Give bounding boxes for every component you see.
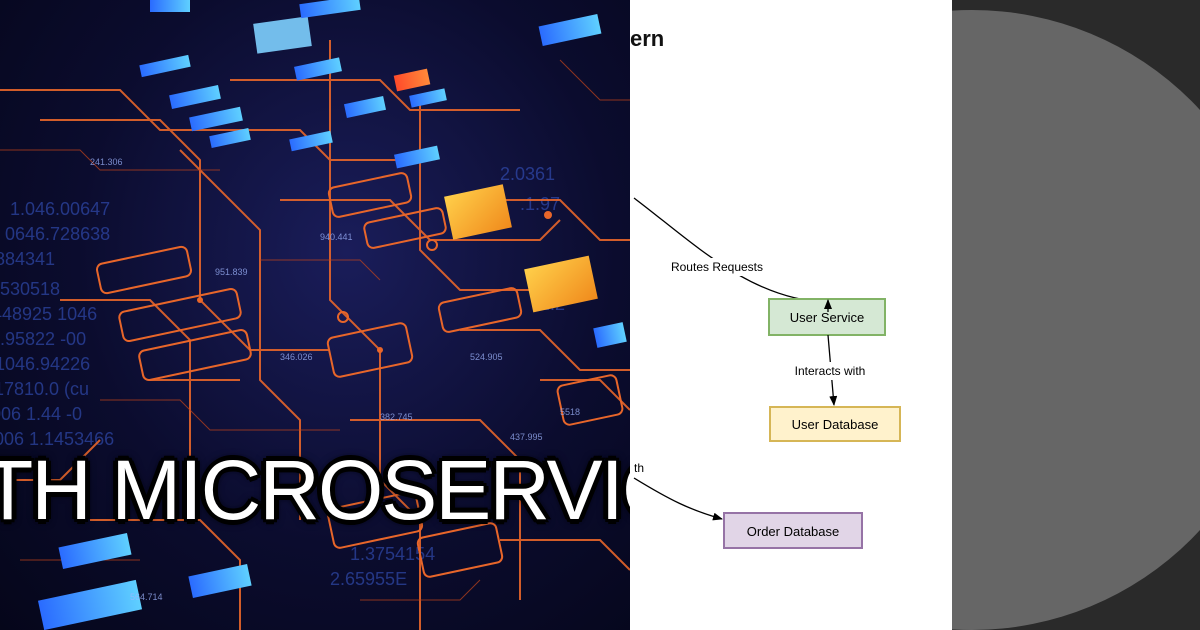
diagram-title: ern — [630, 26, 665, 51]
svg-text:437.995: 437.995 — [510, 432, 543, 442]
svg-text:-006 1.1453466: -006 1.1453466 — [0, 429, 114, 449]
svg-text:0646.728638: 0646.728638 — [5, 224, 110, 244]
svg-text:940.441: 940.441 — [320, 232, 353, 242]
node-user-database-label: User Database — [792, 417, 879, 432]
edge-label-interacts: Interacts with — [795, 364, 866, 378]
edge-routes-line — [633, 197, 827, 306]
architecture-diagram-panel: ern Routes Requests User Service — [630, 0, 952, 630]
node-order-database-label: Order Database — [747, 524, 840, 539]
svg-text:-006 1.44 -0: -006 1.44 -0 — [0, 404, 82, 424]
edge-label-bg — [670, 258, 766, 276]
edge-order-line — [633, 477, 723, 521]
svg-text:5518: 5518 — [560, 407, 580, 417]
decorative-side-panel — [952, 0, 1200, 630]
edge-label-order: th — [634, 461, 644, 475]
circuit-hero-image: 1.046.00647 0646.728638 884341 530518 44… — [0, 0, 630, 630]
svg-text:530518: 530518 — [0, 279, 60, 299]
svg-text:524.905: 524.905 — [470, 352, 503, 362]
svg-text:4.95822 -00: 4.95822 -00 — [0, 329, 86, 349]
edge-interacts-with: Interacts with — [792, 334, 870, 406]
svg-text:448925 1046: 448925 1046 — [0, 304, 97, 324]
node-order-database[interactable]: Order Database — [723, 512, 863, 549]
architecture-diagram: Routes Requests User Service Interacts w… — [633, 197, 901, 549]
svg-text:1.3754154: 1.3754154 — [350, 544, 435, 564]
edge-label-bg — [792, 362, 870, 380]
svg-text:951.839: 951.839 — [215, 267, 248, 277]
svg-text:564.714: 564.714 — [130, 592, 163, 602]
edge-label-routes: Routes Requests — [671, 260, 763, 274]
svg-text:884341: 884341 — [0, 249, 55, 269]
svg-text:346.026: 346.026 — [280, 352, 313, 362]
svg-text:382.745: 382.745 — [380, 412, 413, 422]
svg-text:241.306: 241.306 — [90, 157, 123, 167]
decorative-circle — [952, 10, 1200, 630]
svg-text:.1.97: .1.97 — [520, 194, 560, 214]
node-user-service[interactable]: User Service — [768, 298, 886, 336]
node-order-database-box — [723, 512, 863, 549]
circuit-board-art: 1.046.00647 0646.728638 884341 530518 44… — [0, 0, 630, 630]
node-user-database[interactable]: User Database — [769, 406, 901, 442]
hero-headline: TH MICROSERVIC — [0, 443, 630, 537]
svg-text:1.046.00647: 1.046.00647 — [10, 199, 110, 219]
svg-text:1046.94226: 1046.94226 — [0, 354, 90, 374]
svg-text:2.0361: 2.0361 — [500, 164, 555, 184]
node-user-database-box — [769, 406, 901, 442]
edge-routes-requests: Routes Requests — [633, 197, 827, 306]
node-user-service-label: User Service — [790, 310, 864, 325]
edge-order-database: th — [633, 461, 723, 521]
svg-text:2.65955E: 2.65955E — [330, 569, 407, 589]
svg-text:-17810.0 (cu: -17810.0 (cu — [0, 379, 89, 399]
